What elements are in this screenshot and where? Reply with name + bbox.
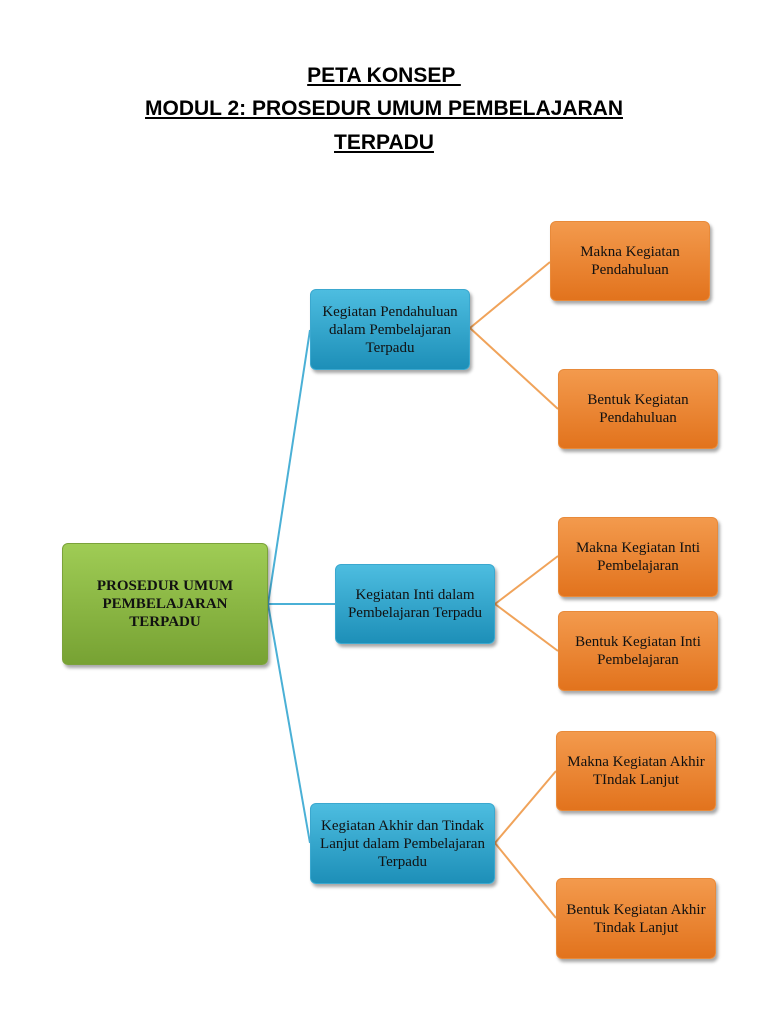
leaf-node-bentuk-akhir: Bentuk Kegiatan Akhir Tindak Lanjut — [556, 878, 716, 959]
page-subtitle-continued: TERPADU — [334, 131, 434, 154]
connector-branch-1-leaf-1 — [469, 261, 551, 329]
connector-root-branch-1 — [267, 329, 311, 605]
root-node: PROSEDUR UMUM PEMBELAJARAN TERPADU — [62, 543, 268, 665]
page-title: PETA KONSEP — [307, 64, 461, 87]
connector-branch-2-leaf-2 — [494, 603, 559, 652]
branch-node-pendahuluan: Kegiatan Pendahuluan dalam Pembelajaran … — [310, 289, 470, 370]
connector-root-branch-3 — [267, 603, 311, 844]
connector-branch-3-leaf-1 — [494, 770, 557, 844]
connector-branch-1-leaf-2 — [469, 327, 559, 410]
branch-node-akhir: Kegiatan Akhir dan Tindak Lanjut dalam P… — [310, 803, 495, 884]
leaf-node-bentuk-pendahuluan: Bentuk Kegiatan Pendahuluan — [558, 369, 718, 449]
leaf-node-makna-akhir: Makna Kegiatan Akhir TIndak Lanjut — [556, 731, 716, 811]
leaf-node-bentuk-inti: Bentuk Kegiatan Inti Pembelajaran — [558, 611, 718, 691]
connector-branch-3-leaf-2 — [494, 842, 557, 919]
leaf-node-makna-inti: Makna Kegiatan Inti Pembelajaran — [558, 517, 718, 597]
branch-node-inti: Kegiatan Inti dalam Pembelajaran Terpadu — [335, 564, 495, 644]
page-subtitle: MODUL 2: PROSEDUR UMUM PEMBELAJARAN — [145, 97, 623, 120]
leaf-node-makna-pendahuluan: Makna Kegiatan Pendahuluan — [550, 221, 710, 301]
connector-branch-2-leaf-1 — [494, 555, 559, 605]
